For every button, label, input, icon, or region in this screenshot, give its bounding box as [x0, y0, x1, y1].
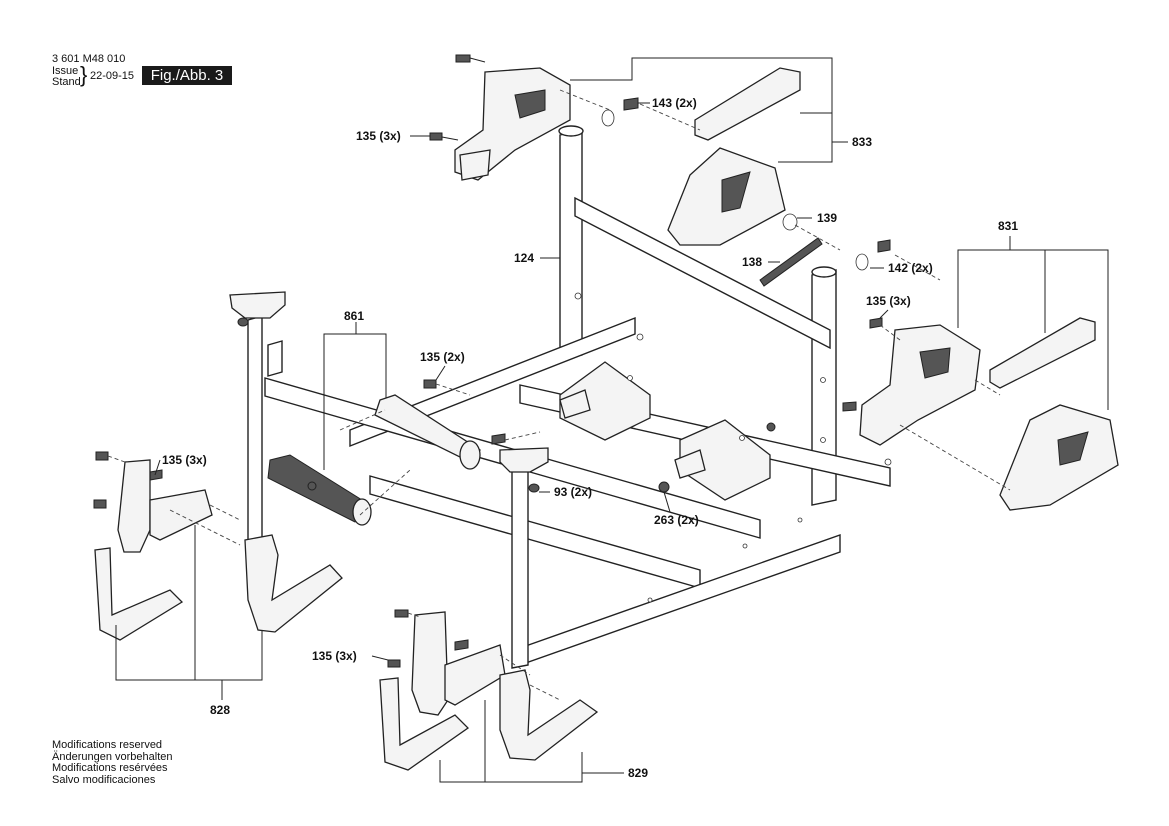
leg-brackets-829	[379, 611, 599, 771]
note-fr: Modifications resérvées	[52, 762, 168, 774]
callout-831: 831	[998, 219, 1018, 233]
figure-badge: Fig./Abb. 3	[142, 66, 232, 85]
callout-135-front: 135 (3x)	[312, 649, 357, 663]
callout-135-top: 135 (3x)	[356, 129, 401, 143]
issue-label: Issue	[52, 65, 79, 77]
callout-263: 263 (2x)	[654, 513, 699, 527]
callout-828: 828	[210, 703, 230, 717]
note-en: Modifications reserved	[52, 739, 163, 751]
issue-date: 22-09-15	[90, 70, 135, 82]
fasteners	[93, 54, 891, 668]
callout-143: 143 (2x)	[652, 96, 697, 110]
top-left-bracket	[229, 291, 549, 493]
callout-135-handle: 135 (2x)	[420, 350, 465, 364]
callout-labels: 833 143 (2x) 135 (3x) 139 138 142 (2x) 1…	[162, 96, 1018, 780]
handle-861	[267, 394, 481, 526]
callout-93: 93 (2x)	[554, 485, 592, 499]
right-side-bracket-831	[859, 317, 1119, 511]
callout-135-left: 135 (3x)	[162, 453, 207, 467]
note-de: Änderungen vorbehalten	[52, 750, 173, 763]
center-brackets	[559, 361, 771, 501]
top-side-bracket-833	[454, 67, 801, 246]
brace-glyph: }	[80, 62, 88, 87]
modification-notes: Modifications reserved Änderungen vorbeh…	[52, 739, 173, 786]
callout-142: 142 (2x)	[888, 261, 933, 275]
callout-861: 861	[344, 309, 364, 323]
part-number: 3 601 M48 010	[52, 53, 126, 65]
callout-139: 139	[817, 211, 837, 225]
leader-lines	[115, 57, 1109, 783]
note-es: Salvo modificaciones	[52, 773, 156, 786]
leg-brackets-828	[94, 459, 343, 641]
callout-135-right: 135 (3x)	[866, 294, 911, 308]
callout-124: 124	[514, 251, 534, 265]
callout-833: 833	[852, 135, 872, 149]
issue-stand-label: Issue Stand	[52, 66, 81, 88]
callout-138: 138	[742, 255, 762, 269]
stand-label: Stand	[52, 76, 81, 88]
assembly-lines	[107, 89, 1011, 701]
callout-829: 829	[628, 766, 648, 780]
